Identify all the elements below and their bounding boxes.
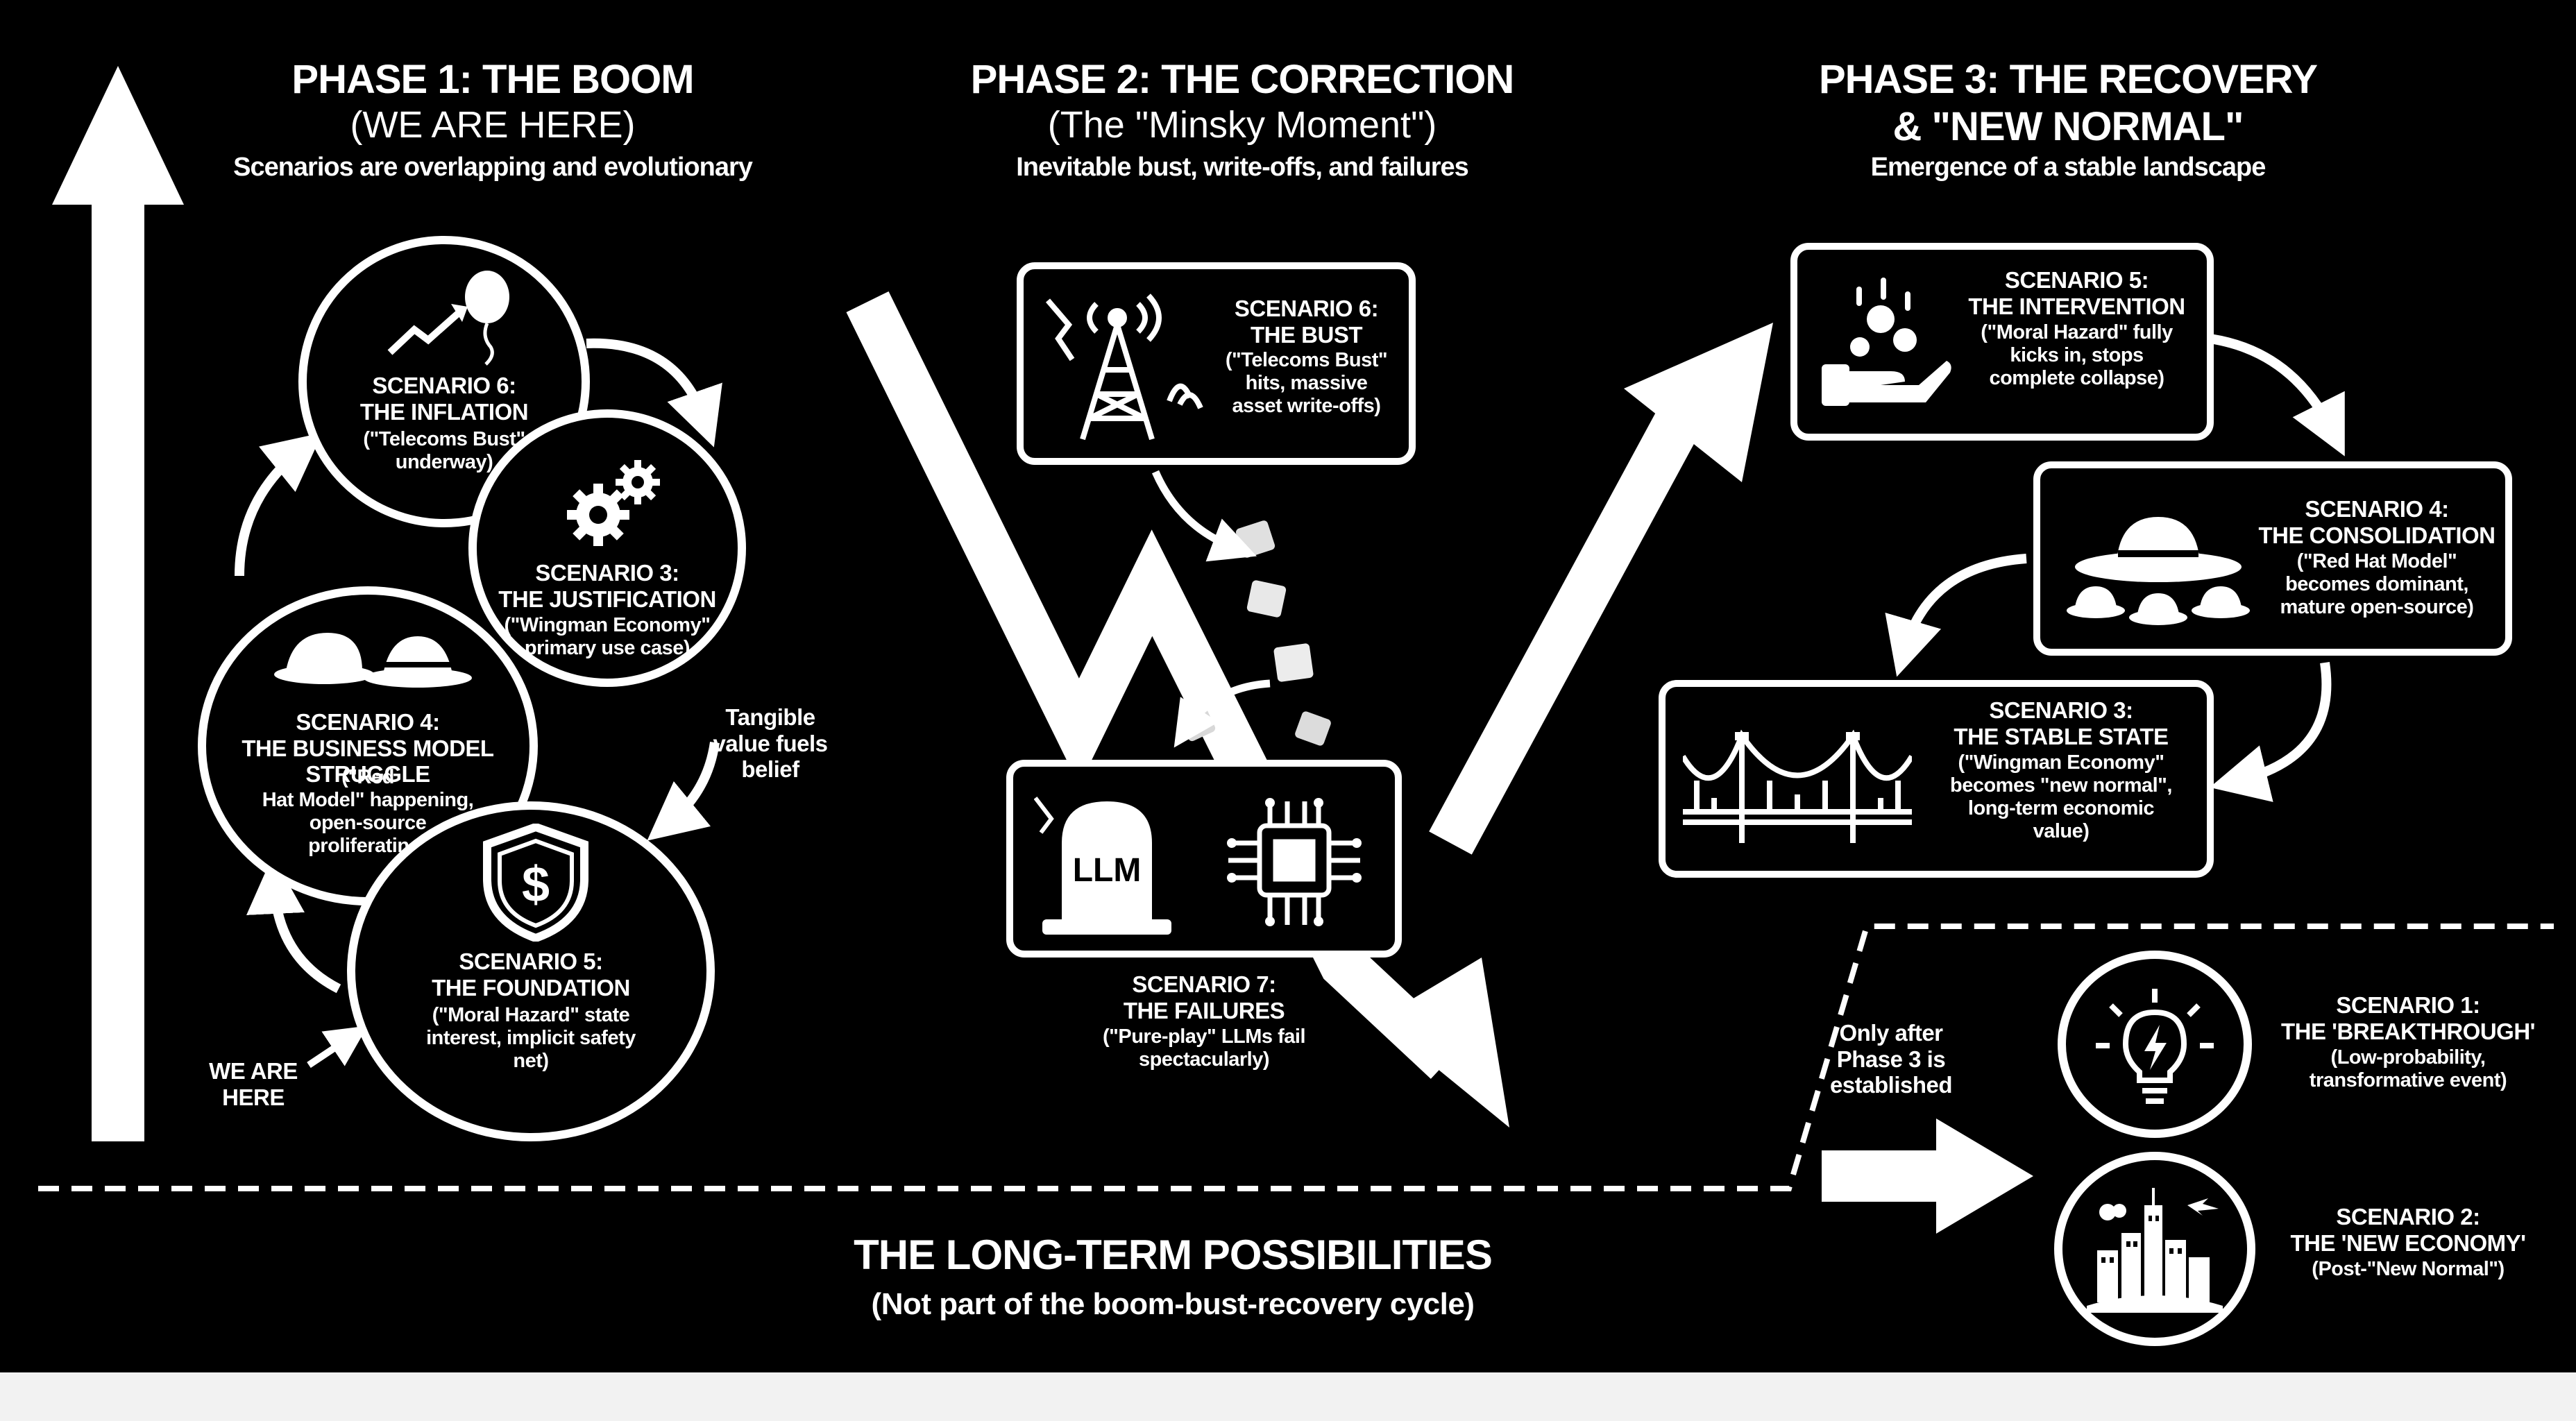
tombstone-icon: LLM (1034, 797, 1171, 935)
p3-s4-desc: ("Red Hat Model" becomes dominant, matur… (2280, 550, 2474, 619)
bridge-icon (1683, 729, 1912, 843)
phase1-title: PHASE 1: THE BOOM (291, 57, 694, 102)
lt-s2-desc: (Post-"New Normal") (2312, 1258, 2505, 1280)
phase3-desc: Emergence of a stable landscape (1870, 153, 2266, 182)
p3-s3-title: SCENARIO 3: THE STABLE STATE (1954, 697, 2169, 749)
p3-scenario4-box: SCENARIO 4: THE CONSOLIDATION ("Red Hat … (2033, 461, 2512, 656)
phase1-desc: Scenarios are overlapping and evolutiona… (233, 153, 753, 182)
we-are-here-pointer (307, 1026, 368, 1069)
p1-s6-title: SCENARIO 6: THE INFLATION (359, 373, 529, 425)
flow-arrow-4-to-left (1885, 554, 2027, 677)
boom-growth-arrow (52, 66, 184, 1141)
cycle-arrow-4-to-6 (235, 432, 323, 577)
svg-text:$: $ (522, 857, 550, 912)
p1-scenario5-circle: $ SCENARIO 5: THE FOUNDATION ("Moral Haz… (347, 801, 715, 1141)
cycle-arrow-6-to-3 (586, 338, 722, 448)
phase2-title: PHASE 2: THE CORRECTION (970, 57, 1515, 102)
tombstone-text: LLM (1073, 852, 1142, 889)
bottom-edge-band (0, 1372, 2576, 1421)
long-term-subtitle: (Not part of the boom-bust-recovery cycl… (871, 1287, 1475, 1321)
debris-block (1295, 711, 1331, 746)
p1-s3-desc: ("Wingman Economy" primary use case) (504, 614, 711, 660)
long-term-dashed-divider (38, 924, 2554, 1191)
p3-scenario3-box: SCENARIO 3: THE STABLE STATE ("Wingman E… (1659, 680, 2214, 878)
p1-s5-title: SCENARIO 5: THE FOUNDATION (432, 948, 630, 1001)
p3-s5-desc: ("Moral Hazard" fully kicks in, stops co… (1981, 321, 2173, 390)
failure-down-arrow (1173, 679, 1271, 748)
long-term-title: THE LONG-TERM POSSIBILITIES (854, 1232, 1493, 1278)
phase3-title-line2: & "NEW NORMAL" (1892, 104, 2244, 149)
tangible-value-note: Tangible value fuels belief (713, 704, 828, 783)
phase2-desc: Inevitable bust, write-offs, and failure… (1016, 153, 1469, 182)
lt-s1-desc: (Low-probability, transformative event) (2309, 1046, 2507, 1092)
lt-scenario1-circle (2058, 951, 2252, 1138)
cycle-arrow-3-to-5 (647, 741, 720, 841)
red-hats-icon (2067, 517, 2250, 625)
p3-s4-title: SCENARIO 4: THE CONSOLIDATION (2258, 496, 2496, 548)
debris-block (1235, 520, 1276, 558)
shield-dollar-icon: $ (483, 824, 588, 942)
p2-s6-desc: ("Telecoms Bust" hits, massive asset wri… (1225, 349, 1388, 418)
crash-zigzag-arrow (846, 291, 1464, 1079)
p2-scenario6-box: SCENARIO 6: THE BUST ("Telecoms Bust" hi… (1017, 262, 1416, 465)
gears-icon (567, 460, 660, 546)
p1-s5-desc: ("Moral Hazard" state interest, implicit… (426, 1004, 636, 1073)
debris-block (1273, 643, 1314, 682)
we-are-here-label: WE ARE HERE (209, 1058, 298, 1110)
balloon-trend-icon (387, 271, 509, 366)
bust-down-arrow (1151, 470, 1257, 562)
lt-s1-title: SCENARIO 1: THE 'BREAKTHROUGH' (2280, 992, 2536, 1044)
phase1-subtitle: (WE ARE HERE) (350, 104, 636, 146)
ai-chip-icon (1227, 798, 1362, 926)
hats-icon (274, 633, 472, 688)
lt-s2-title: SCENARIO 2: THE 'NEW ECONOMY' (2290, 1204, 2526, 1256)
p1-scenario4-circle: SCENARIO 4: THE BUSINESS MODEL STRUGGLE … (198, 586, 538, 905)
p2-scenario7-box: LLM (1006, 760, 1402, 958)
p1-s4-title: SCENARIO 4: THE BUSINESS MODEL STRUGGLE (242, 709, 494, 788)
hand-coins-icon (1822, 278, 1951, 406)
cycle-arrow-5-to-4 (246, 856, 341, 994)
p3-s5-title: SCENARIO 5: THE INTERVENTION (1968, 267, 2185, 319)
p1-s3-title: SCENARIO 3: THE JUSTIFICATION (498, 560, 716, 612)
recovery-arrowhead (1624, 323, 1773, 482)
only-after-phase3-note: Only after Phase 3 is established (1829, 1020, 1953, 1098)
long-term-arrow (1822, 1118, 2033, 1234)
p3-scenario5-box: SCENARIO 5: THE INTERVENTION ("Moral Haz… (1790, 243, 2214, 441)
lightbulb-icon (2096, 989, 2214, 1104)
p1-s6-desc: ("Telecoms Bust" underway) (363, 428, 525, 474)
recovery-arrow (1429, 408, 1701, 855)
city-skyline-icon (2087, 1188, 2223, 1313)
crash-arrowhead (1378, 958, 1509, 1128)
p2-s7-title: SCENARIO 7: THE FAILURES (1123, 971, 1285, 1023)
p2-s6-title: SCENARIO 6: THE BUST (1234, 296, 1379, 348)
flow-arrow-4-to-3 (2210, 661, 2332, 802)
phase2-subtitle: (The "Minsky Moment") (1047, 104, 1437, 146)
p3-s3-desc: ("Wingman Economy" becomes "new normal",… (1950, 751, 2172, 843)
cell-tower-icon (1045, 293, 1203, 441)
p1-scenario3-circle: SCENARIO 3: THE JUSTIFICATION ("Wingman … (468, 409, 746, 687)
phase3-title-line1: PHASE 3: THE RECOVERY (1818, 57, 2318, 102)
p2-s7-desc: ("Pure-play" LLMs fail spectacularly) (1102, 1026, 1306, 1071)
lt-scenario2-circle (2054, 1152, 2255, 1346)
debris-block (1246, 580, 1287, 618)
